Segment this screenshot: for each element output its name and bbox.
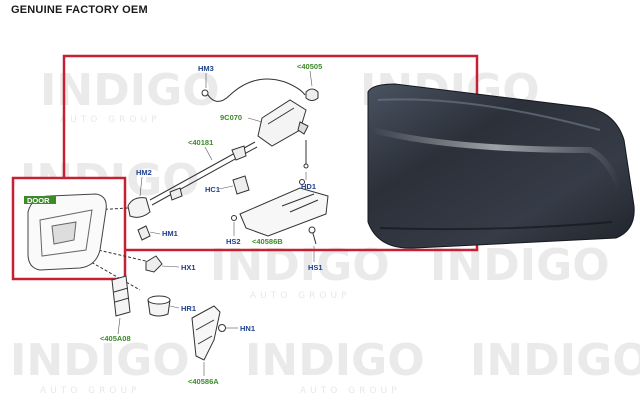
callout-9c070: 9C070 bbox=[220, 113, 242, 122]
watermark-subtext: AUTO GROUP bbox=[300, 386, 401, 396]
callout-hm2: HM2 bbox=[136, 168, 152, 177]
callout-hr1: HR1 bbox=[181, 304, 196, 313]
watermark-text: INDIGO bbox=[470, 335, 640, 386]
watermark-subtext: AUTO GROUP bbox=[40, 386, 141, 396]
callout-40181: <40181 bbox=[188, 138, 213, 147]
callout-hs1: HS1 bbox=[308, 263, 323, 272]
callout-leaders bbox=[117, 70, 315, 376]
callout-hx1: HX1 bbox=[181, 263, 196, 272]
watermark-text: INDIGO bbox=[245, 335, 425, 386]
callout-hs2: HS2 bbox=[226, 237, 241, 246]
callout-40505: <40505 bbox=[297, 62, 322, 71]
fuel-door-photo bbox=[367, 83, 635, 249]
callout-40586a: <40586A bbox=[188, 377, 219, 386]
callout-hm1: HM1 bbox=[162, 229, 178, 238]
page-title: GENUINE FACTORY OEM bbox=[11, 4, 148, 16]
parts-drawing bbox=[27, 78, 329, 361]
callout-hc1: HC1 bbox=[205, 185, 220, 194]
callout-box bbox=[24, 196, 56, 204]
callout-40586b: <40586B bbox=[252, 237, 283, 246]
callout-hn1: HN1 bbox=[240, 324, 255, 333]
callout-hm3: HM3 bbox=[198, 64, 214, 73]
watermark-text: INDIGO bbox=[10, 335, 190, 386]
watermark-text: INDIGO bbox=[210, 240, 390, 291]
watermark-text: INDIGO bbox=[40, 65, 220, 116]
callout-labels: HM3 <40505 9C070 <40181 HM2 HC1 HD1 DOOR… bbox=[24, 62, 323, 386]
watermark-subtext: AUTO GROUP bbox=[250, 291, 351, 301]
watermark-text: INDIGO bbox=[430, 240, 610, 291]
callout-405a08: <405A08 bbox=[100, 334, 131, 343]
watermark-subtext: AUTO GROUP bbox=[60, 115, 161, 125]
callout-box-label: DOOR bbox=[27, 196, 50, 205]
callout-hd1: HD1 bbox=[301, 182, 316, 191]
